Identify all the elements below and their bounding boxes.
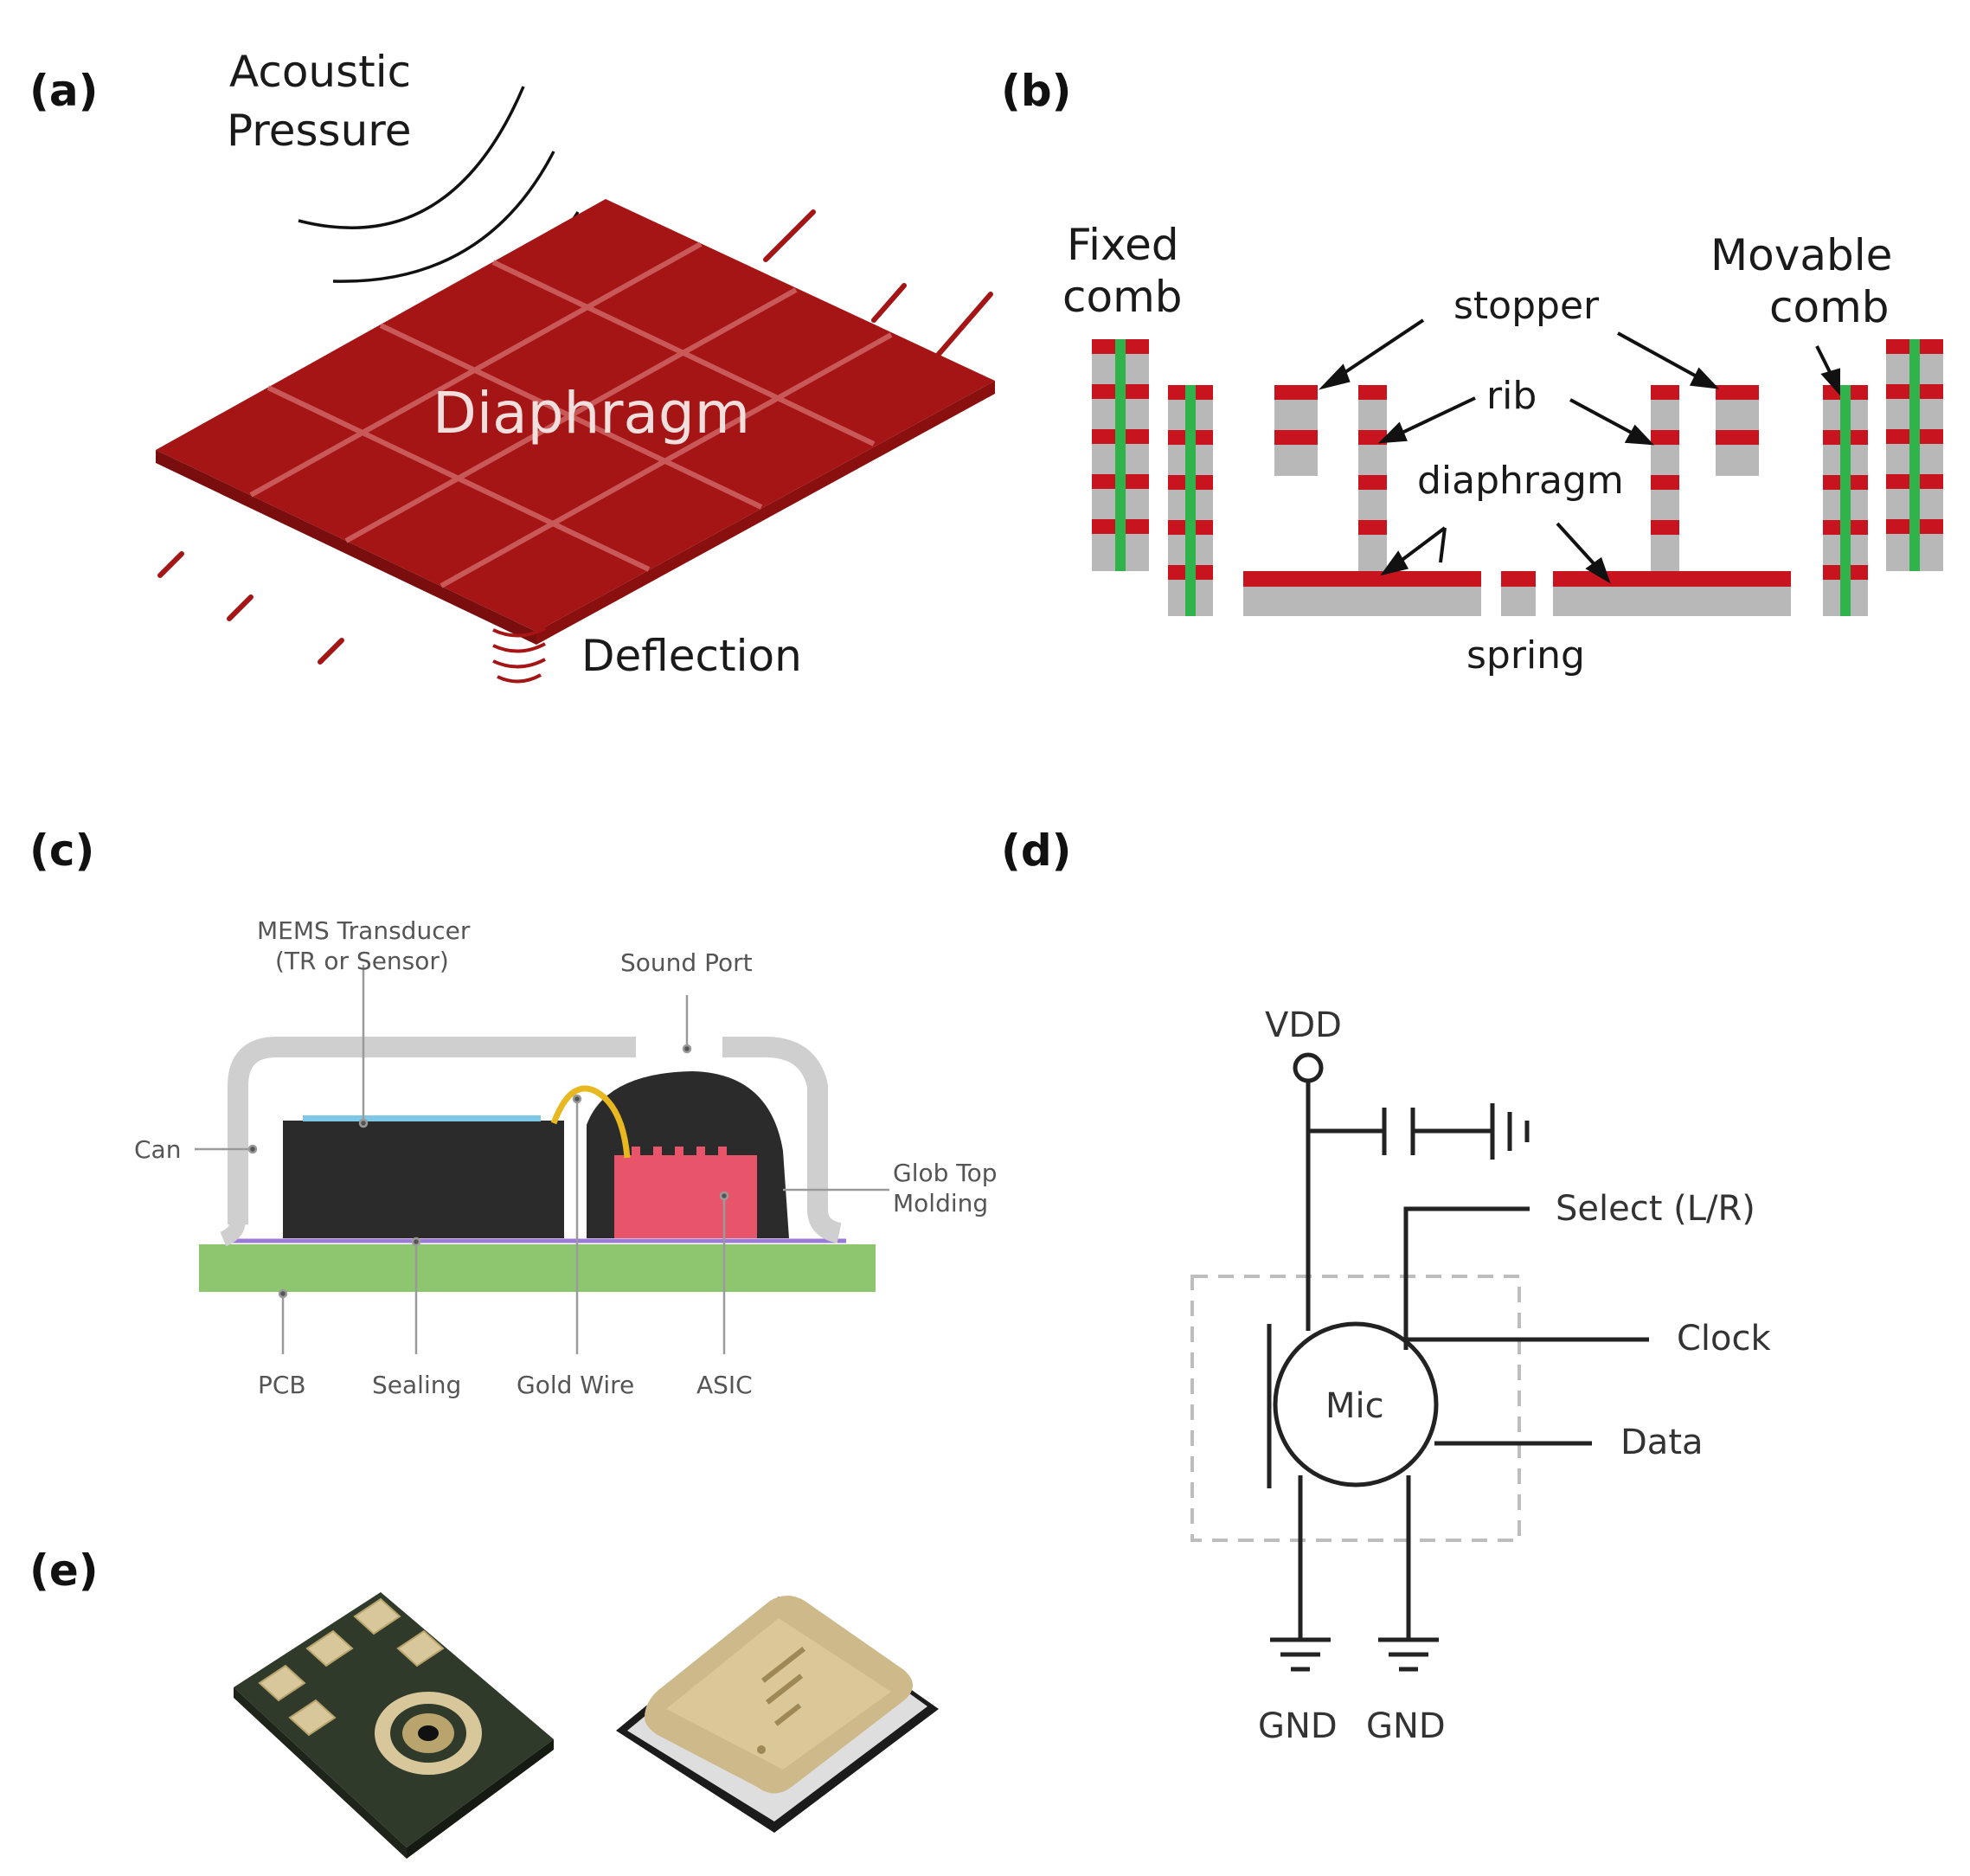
- rib-right-band: [1651, 430, 1679, 445]
- rib-label: rib: [1486, 374, 1537, 418]
- acoustic-label-line2: Pressure: [227, 106, 412, 156]
- panel-e-label: (e): [29, 1545, 99, 1596]
- rib-left-band: [1358, 520, 1387, 535]
- mems-transducer-line1: MEMS Transducer: [257, 916, 471, 945]
- movable-comb-finger-2-electrode: [1909, 339, 1920, 571]
- comb-structure: [1092, 339, 1943, 616]
- diaphragm-leads: [157, 209, 993, 665]
- asic-chip: [614, 1155, 757, 1238]
- panel-e: (e): [29, 1545, 939, 1859]
- glob-top-line1: Glob Top: [893, 1159, 998, 1187]
- acoustic-label-line1: Acoustic: [229, 47, 411, 97]
- panel-d: (d): [1001, 826, 1772, 1746]
- mic-circuit: [1267, 1052, 1649, 1672]
- diaphragm-left-band: [1243, 571, 1481, 587]
- deflection-label: Deflection: [581, 631, 802, 681]
- rib-right-band: [1651, 385, 1679, 400]
- fixed-comb-finger-2-electrode: [1185, 385, 1196, 616]
- can-shell: [228, 1037, 842, 1243]
- rib-right-band: [1651, 475, 1679, 490]
- asic-label: ASIC: [696, 1371, 753, 1399]
- data-label: Data: [1620, 1423, 1704, 1462]
- gold-wire-label: Gold Wire: [517, 1371, 634, 1399]
- panel-a-label: (a): [29, 66, 98, 116]
- movable-comb-finger-1-electrode: [1840, 385, 1851, 616]
- rib-right-band: [1651, 520, 1679, 535]
- gnd-label-1: GND: [1258, 1706, 1338, 1746]
- mems-transducer-block: [283, 1121, 564, 1238]
- pcb-board: [199, 1244, 876, 1292]
- diaphragm-right-band: [1553, 571, 1791, 587]
- rib-left-band: [1358, 385, 1387, 400]
- can-label: Can: [134, 1135, 181, 1164]
- panel-b: (b) Fixed comb Movable comb stopper rib …: [1001, 66, 1943, 678]
- deflection-icon: [492, 626, 546, 684]
- mic-bottom-view-photo: [234, 1592, 554, 1859]
- mems-transducer-line2: (TR or Sensor): [275, 947, 449, 975]
- diaphragm-plate: Diaphragm: [156, 199, 995, 645]
- mic-top-view-photo: [616, 1596, 939, 1833]
- clock-label: Clock: [1677, 1319, 1772, 1359]
- diaphragm-label: Diaphragm: [433, 380, 750, 447]
- mic-package-outline: [1190, 1275, 1521, 1542]
- leader-lines: [195, 965, 889, 1354]
- panel-d-label: (d): [1001, 826, 1072, 876]
- sound-port-label: Sound Port: [620, 948, 753, 977]
- fixed-comb-line1: Fixed: [1067, 220, 1179, 270]
- stopper-left-band: [1274, 430, 1318, 445]
- spring-band: [1501, 571, 1536, 587]
- movable-comb-line2: comb: [1769, 282, 1890, 332]
- gold-wire: [550, 1085, 631, 1159]
- mic-label: Mic: [1325, 1386, 1384, 1426]
- rib-left-band: [1358, 475, 1387, 490]
- sealing-label: Sealing: [372, 1371, 461, 1399]
- movable-comb-line1: Movable: [1710, 230, 1892, 280]
- fixed-comb-line2: comb: [1062, 272, 1183, 322]
- vdd-label: VDD: [1265, 1005, 1342, 1045]
- can-foot: [220, 1219, 246, 1247]
- panel-c-label: (c): [29, 826, 94, 876]
- panel-a: (a) Acoustic Pressure: [29, 47, 995, 684]
- gnd-label-2: GND: [1366, 1706, 1446, 1746]
- stopper-right-band: [1716, 430, 1759, 445]
- pcb-label: PCB: [258, 1371, 306, 1399]
- stopper-right-band: [1716, 385, 1759, 400]
- diaphragm-b-label: diaphragm: [1417, 459, 1624, 503]
- fixed-comb-finger-1-electrode: [1115, 339, 1126, 571]
- membrane-layer: [303, 1115, 541, 1121]
- panel-b-label: (b): [1001, 66, 1072, 116]
- annotation-arrows: [1318, 318, 1840, 584]
- panel-c: (c): [29, 826, 998, 1399]
- glob-top-line2: Molding: [893, 1189, 988, 1217]
- spring-label: spring: [1466, 633, 1585, 678]
- stopper-label: stopper: [1453, 284, 1600, 328]
- stopper-left-band: [1274, 385, 1318, 400]
- select-label: Select (L/R): [1556, 1189, 1755, 1229]
- rib-left-band: [1358, 430, 1387, 445]
